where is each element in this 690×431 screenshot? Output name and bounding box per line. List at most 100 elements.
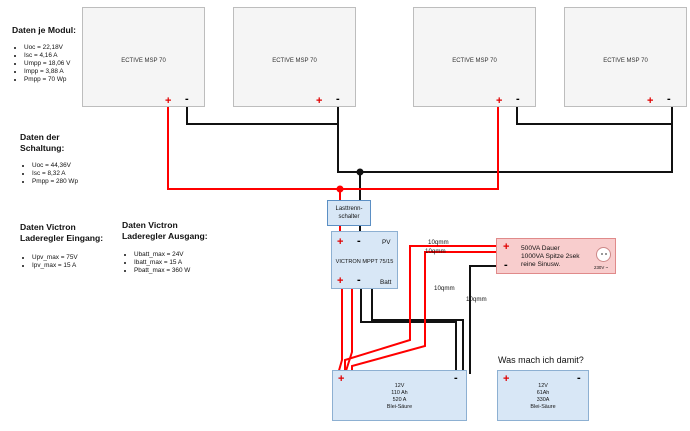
- module-data-item: Uoc = 22,18V: [24, 44, 92, 52]
- module-data-block: Daten je Modul: Uoc = 22,18V Isc = 4,16 …: [12, 25, 92, 84]
- solar-panel-3: ECTIVE MSP 70 + -: [413, 7, 536, 107]
- victron-input-list: Upv_max = 75V Ipv_max = 15 A: [20, 254, 120, 270]
- second-battery: + - 12V 61Ah 330A Blei-Säure: [497, 370, 589, 421]
- victron-output-title-line1: Daten Victron: [122, 220, 178, 230]
- junction-dot-negative: [356, 168, 364, 176]
- controller-batt-plus: +: [337, 275, 344, 287]
- controller-pv-plus: +: [337, 236, 344, 248]
- controller-batt-label: Batt: [380, 279, 392, 286]
- module-data-title: Daten je Modul:: [12, 25, 76, 35]
- switch-label-line2: schalter: [338, 214, 360, 220]
- battery-voltage: 12V: [394, 383, 405, 389]
- victron-output-item: Ubatt_max = 24V: [134, 251, 232, 259]
- battery-minus-terminal: -: [577, 372, 581, 384]
- panel-minus-terminal: -: [667, 93, 671, 105]
- inverter-spec-line3: reine Sinusw.: [521, 261, 561, 268]
- question-label: Was mach ich damit?: [498, 355, 584, 365]
- negative-wire-batt-minus-2: [371, 288, 464, 374]
- load-disconnect-switch: Lasttrenn- schalter: [327, 200, 371, 226]
- battery-plus-terminal: +: [503, 373, 510, 385]
- victron-input-item: Upv_max = 75V: [32, 254, 120, 262]
- battery-type: Blei-Säure: [530, 404, 556, 410]
- victron-output-item: Ibatt_max = 15 A: [134, 259, 232, 267]
- wire-label-inverter-plus-2: 10qmm: [425, 248, 446, 255]
- wire-label-inverter-plus-1: 10qmm: [428, 239, 449, 246]
- junction-dot-positive: [336, 185, 344, 193]
- negative-wire-module3-4: [516, 107, 673, 125]
- inverter-minus: -: [504, 259, 508, 271]
- solar-panel-1: ECTIVE MSP 70 + -: [82, 7, 205, 107]
- positive-wire-inverter-1: [344, 245, 496, 374]
- panel-minus-terminal: -: [516, 93, 520, 105]
- wire-label-battery-minus: 10qmm: [466, 296, 487, 303]
- circuit-data-list: Uoc = 44,36V Isc = 8,32 A Pmpp = 280 Wp: [20, 162, 110, 186]
- controller-pv-minus: -: [357, 235, 361, 247]
- panel-plus-terminal: +: [165, 95, 172, 107]
- victron-output-block: Daten Victron Laderegler Ausgang: Ubatt_…: [122, 220, 232, 275]
- victron-input-item: Ipv_max = 15 A: [32, 262, 120, 270]
- charge-controller: + - PV VICTRON MPPT 75/15 + - Batt: [331, 231, 398, 289]
- circuit-data-title-line1: Daten der: [20, 132, 60, 142]
- positive-wire-batt-plus-2: [344, 288, 353, 375]
- controller-name: VICTRON MPPT 75/15: [335, 259, 394, 265]
- solar-panel-label: ECTIVE MSP 70: [452, 58, 497, 64]
- module-data-item: Impp = 3,88 A: [24, 68, 92, 76]
- inverter-plus: +: [503, 241, 510, 253]
- circuit-data-item: Uoc = 44,36V: [32, 162, 110, 170]
- negative-wire-bus: [337, 124, 673, 173]
- victron-input-block: Daten Victron Laderegler Eingang: Upv_ma…: [20, 222, 120, 270]
- circuit-data-item: Pmpp = 280 Wp: [32, 178, 110, 186]
- inverter-spec-line2: 1000VA Spitze 2sek: [521, 253, 580, 260]
- solar-panel-label: ECTIVE MSP 70: [603, 58, 648, 64]
- solar-panel-2: ECTIVE MSP 70 + -: [233, 7, 356, 107]
- battery-current: 330A: [536, 397, 550, 403]
- battery-voltage: 12V: [538, 383, 548, 389]
- panel-minus-terminal: -: [336, 93, 340, 105]
- controller-batt-minus: -: [357, 274, 361, 286]
- panel-plus-terminal: +: [316, 95, 323, 107]
- socket-icon: [596, 247, 611, 262]
- positive-wire-module1: [167, 107, 340, 190]
- victron-input-title-line1: Daten Victron: [20, 222, 76, 232]
- solar-panel-label: ECTIVE MSP 70: [272, 58, 317, 64]
- solar-panel-4: ECTIVE MSP 70 + -: [564, 7, 687, 107]
- negative-wire-batt-minus: [360, 288, 457, 374]
- panel-plus-terminal: +: [496, 95, 503, 107]
- panel-minus-terminal: -: [185, 93, 189, 105]
- battery-plus-terminal: +: [338, 373, 345, 385]
- circuit-data-title-line2: Schaltung:: [20, 143, 65, 153]
- circuit-data-item: Isc = 8,32 A: [32, 170, 110, 178]
- wire-label-inverter-minus: 10qmm: [434, 285, 455, 292]
- positive-wire-module3: [340, 107, 499, 190]
- battery-type: Blei-Säure: [386, 404, 413, 410]
- controller-pv-label: PV: [382, 239, 391, 246]
- module-data-list: Uoc = 22,18V Isc = 4,16 A Umpp = 18,06 V…: [12, 44, 92, 84]
- victron-output-list: Ubatt_max = 24V Ibatt_max = 15 A Pbatt_m…: [122, 251, 232, 275]
- module-data-item: Isc = 4,16 A: [24, 52, 92, 60]
- socket-label: 230V ~: [594, 265, 609, 270]
- battery-current: 520 A: [392, 397, 407, 403]
- battery-minus-terminal: -: [454, 372, 458, 384]
- panel-plus-terminal: +: [647, 95, 654, 107]
- module-data-item: Umpp = 18,06 V: [24, 60, 92, 68]
- victron-output-item: Pbatt_max = 360 W: [134, 267, 232, 275]
- circuit-data-block: Daten der Schaltung: Uoc = 44,36V Isc = …: [20, 132, 110, 186]
- solar-panel-label: ECTIVE MSP 70: [121, 58, 166, 64]
- negative-wires: [186, 107, 673, 374]
- negative-wire-module1-2: [186, 107, 339, 125]
- negative-wire-inverter: [469, 265, 496, 374]
- inverter-box: + - 500VA Dauer 1000VA Spitze 2sek reine…: [496, 238, 616, 274]
- positive-wire-inverter-2: [351, 251, 496, 374]
- main-battery: + - 12V 110 Ah 520 A Blei-Säure: [332, 370, 467, 421]
- positive-wires: [167, 107, 499, 375]
- battery-capacity: 110 Ah: [391, 390, 408, 396]
- inverter-spec-line1: 500VA Dauer: [521, 245, 560, 252]
- module-data-item: Pmpp = 70 Wp: [24, 76, 92, 84]
- battery-capacity: 61Ah: [536, 390, 550, 396]
- victron-output-title-line2: Laderegler Ausgang:: [122, 231, 208, 241]
- victron-input-title-line2: Laderegler Eingang:: [20, 233, 104, 243]
- positive-wire-batt-plus-1: [337, 288, 343, 375]
- switch-label-line1: Lasttrenn-: [335, 206, 363, 212]
